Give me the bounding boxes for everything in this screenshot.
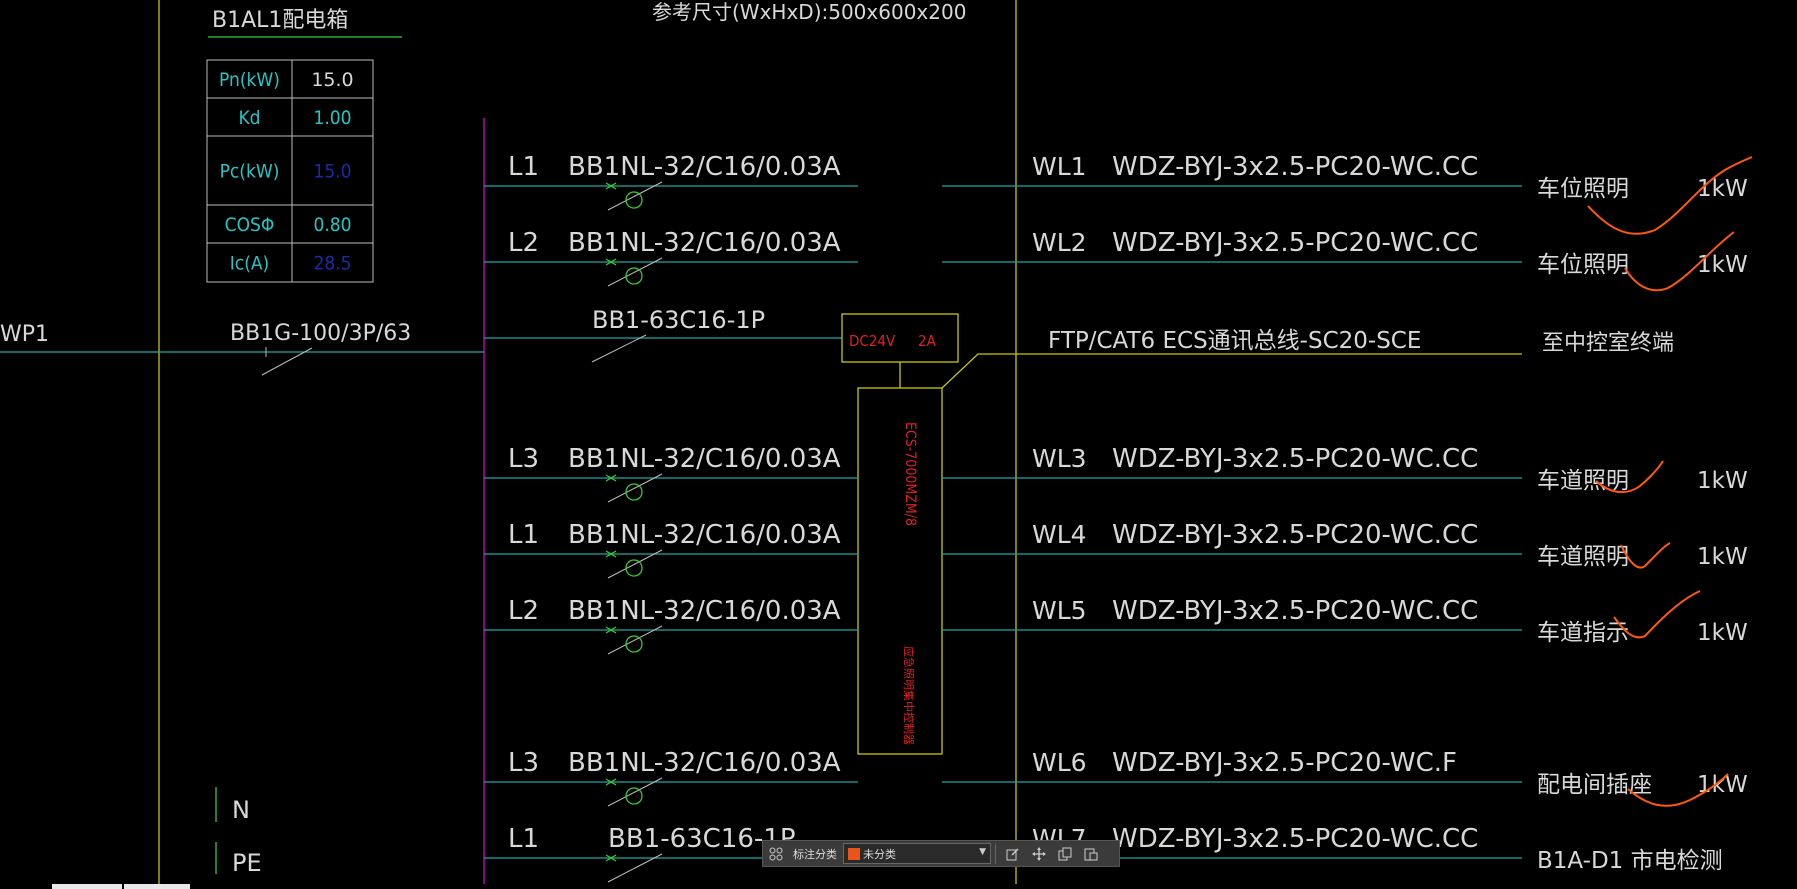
circuit-row[interactable]: L2 BB1NL-32/C16/0.03A WL2 WDZ-BYJ-3x2.5-PC2… bbox=[484, 228, 1748, 287]
circuit-wl: WL2 bbox=[1032, 228, 1087, 257]
circuit-wl: WL6 bbox=[1032, 748, 1087, 777]
annotation-toolbar: 标注分类 未分类 ▼ bbox=[762, 840, 1120, 867]
layout-tab-1[interactable] bbox=[124, 884, 190, 889]
controller-model: ECS-7000MZM/8 bbox=[902, 422, 918, 526]
control-breaker-label: BB1-63C16-1P bbox=[592, 306, 765, 334]
chevron-down-icon: ▼ bbox=[979, 847, 986, 857]
circuit-phase: L2 bbox=[508, 596, 539, 626]
category-label: 标注分类 bbox=[793, 847, 837, 861]
table-label: Pc(kW) bbox=[220, 161, 280, 183]
grid-icon[interactable] bbox=[763, 841, 789, 866]
table-value: 15.0 bbox=[313, 161, 351, 183]
circuit-load: 车道照明 bbox=[1537, 544, 1629, 570]
copy-icon[interactable] bbox=[1052, 841, 1078, 866]
circuit-power: 1kW bbox=[1697, 620, 1748, 646]
table-value: 15.0 bbox=[311, 69, 353, 91]
circuit-breaker: BB1NL-32/C16/0.03A bbox=[568, 748, 841, 778]
table-label: Kd bbox=[238, 107, 260, 129]
status-bar bbox=[0, 884, 1797, 889]
circuit-row[interactable]: L1 BB1NL-32/C16/0.03A WL4 WDZ-BYJ-3x2.5-PC2… bbox=[484, 520, 1748, 579]
circuit-load: B1A-D1 市电检测 bbox=[1537, 848, 1723, 874]
circuit-power: 1kW bbox=[1697, 544, 1748, 570]
n-label: N bbox=[232, 796, 250, 824]
circuit-cable: WDZ-BYJ-3x2.5-PC20-WC.CC bbox=[1112, 596, 1478, 626]
control-breaker-symbol bbox=[591, 334, 647, 363]
circuit-wl: WL5 bbox=[1032, 596, 1087, 625]
controller-subtitle: 应急照明集中控制器 bbox=[902, 646, 916, 745]
circuit-breaker: BB1NL-32/C16/0.03A bbox=[568, 444, 841, 474]
circuit-phase: L2 bbox=[508, 228, 539, 258]
circuit-power: 1kW bbox=[1697, 772, 1748, 798]
markup-strokes bbox=[1587, 156, 1753, 807]
move-icon[interactable] bbox=[1026, 841, 1052, 866]
table-label: Ic(A) bbox=[230, 253, 269, 275]
circuit-cable: WDZ-BYJ-3x2.5-PC20-WC.CC bbox=[1112, 520, 1478, 550]
circuit-row[interactable]: L1 BB1NL-32/C16/0.03A WL1 WDZ-BYJ-3x2.5-PC2… bbox=[484, 152, 1748, 211]
comm-bus-destination: 至中控室终端 bbox=[1542, 331, 1674, 356]
comm-bus-line bbox=[941, 353, 1522, 389]
circuit-breaker: BB1NL-32/C16/0.03A bbox=[568, 596, 841, 626]
circuit-row[interactable]: L3 BB1NL-32/C16/0.03A WL6 WDZ-BYJ-3x2.5-PC2… bbox=[484, 748, 1748, 807]
circuit-power: 1kW bbox=[1697, 252, 1748, 278]
incoming-breaker-label: BB1G-100/3P/63 bbox=[230, 321, 411, 346]
circuit-load: 车道照明 bbox=[1537, 468, 1629, 494]
dc-label: DC24V bbox=[849, 332, 896, 350]
incoming-line-label: WP1 bbox=[0, 322, 49, 347]
circuit-breaker: BB1NL-32/C16/0.03A bbox=[568, 228, 841, 258]
circuit-cable: WDZ-BYJ-3x2.5-PC20-WC.F bbox=[1112, 748, 1457, 778]
panel-title: B1AL1配电箱 bbox=[212, 8, 348, 33]
circuit-breaker: BB1NL-32/C16/0.03A bbox=[568, 520, 841, 550]
circuit-phase: L3 bbox=[508, 444, 539, 474]
table-label: Pn(kW) bbox=[219, 69, 280, 91]
circuit-cable: WDZ-BYJ-3x2.5-PC20-WC.CC bbox=[1112, 824, 1478, 854]
circuit-row[interactable]: L3 BB1NL-32/C16/0.03A WL3 WDZ-BYJ-3x2.5-PC2… bbox=[484, 444, 1748, 503]
table-label: COSΦ bbox=[225, 214, 275, 236]
circuit-phase: L3 bbox=[508, 748, 539, 778]
circuit-phase: L1 bbox=[508, 520, 539, 550]
circuit-phase: L1 bbox=[508, 152, 539, 182]
comm-bus-label: FTP/CAT6 ECS通讯总线-SC20-SCE bbox=[1048, 328, 1421, 354]
layout-tab-model[interactable] bbox=[52, 884, 122, 889]
circuit-wl: WL1 bbox=[1032, 152, 1087, 181]
paste-icon[interactable] bbox=[1078, 841, 1104, 866]
circuit-load: 车位照明 bbox=[1537, 176, 1629, 202]
circuit-row[interactable]: L2 BB1NL-32/C16/0.03A WL5 WDZ-BYJ-3x2.5-PC2… bbox=[484, 596, 1748, 655]
amp-label: 2A bbox=[918, 332, 937, 350]
category-color-swatch bbox=[848, 847, 860, 860]
circuit-power: 1kW bbox=[1697, 468, 1748, 494]
pe-label: PE bbox=[232, 849, 262, 877]
category-select[interactable]: 未分类 ▼ bbox=[843, 843, 991, 864]
circuit-cable: WDZ-BYJ-3x2.5-PC20-WC.CC bbox=[1112, 152, 1478, 182]
category-selected-value: 未分类 bbox=[863, 847, 896, 861]
edit-icon[interactable] bbox=[1000, 841, 1026, 866]
panel-ref-size: 参考尺寸(WxHxD):500x600x200 bbox=[652, 0, 966, 24]
table-value: 0.80 bbox=[313, 214, 351, 236]
table-value: 1.00 bbox=[313, 107, 351, 129]
controller-module-box bbox=[857, 387, 943, 755]
circuit-phase: L1 bbox=[508, 824, 539, 854]
circuit-cable: WDZ-BYJ-3x2.5-PC20-WC.CC bbox=[1112, 444, 1478, 474]
circuit-cable: WDZ-BYJ-3x2.5-PC20-WC.CC bbox=[1112, 228, 1478, 258]
incoming-breaker-symbol bbox=[261, 347, 313, 376]
circuit-wl: WL3 bbox=[1032, 444, 1087, 473]
circuit-breaker: BB1NL-32/C16/0.03A bbox=[568, 152, 841, 182]
table-value: 28.5 bbox=[313, 253, 351, 275]
circuit-load: 车道指示 bbox=[1537, 620, 1629, 646]
circuit-load: 车位照明 bbox=[1537, 252, 1629, 278]
circuit-power: 1kW bbox=[1697, 176, 1748, 202]
circuit-wl: WL4 bbox=[1032, 520, 1087, 549]
